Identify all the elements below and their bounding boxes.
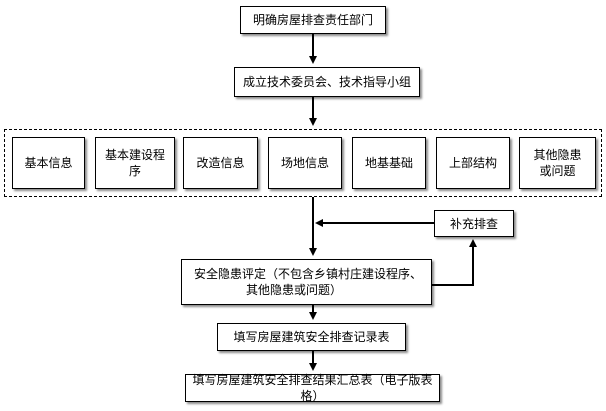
step-define-responsibility: 明确房屋排查责任部门 [240,6,386,34]
category-construction-procedure: 基本建设程序 [95,137,175,189]
step-fill-record: 填写房屋建筑安全排查记录表 [217,323,406,351]
category-foundation: 地基基础 [352,137,426,189]
arrow-assessment-to-supplement [432,239,477,286]
step-safety-assessment-line1: 安全隐患评定（不包含乡镇村庄建设程序、 [194,267,423,281]
step-establish-committee: 成立技术委员会、技术指导小组 [234,67,420,97]
category-basic-info-label: 基本信息 [24,156,73,170]
category-superstructure-label: 上部结构 [448,156,497,170]
category-foundation-label: 地基基础 [364,156,413,170]
category-superstructure: 上部结构 [436,137,510,189]
category-basic-info: 基本信息 [12,137,85,189]
step-fill-summary: 填写房屋建筑安全排查结果汇总表（电子版表格） [185,373,440,403]
step-safety-assessment-text: 安全隐患评定（不包含乡镇村庄建设程序、 其他隐患或问题） [194,266,422,298]
step-supplementary-check: 补充排查 [434,210,514,237]
step-fill-summary-label: 填写房屋建筑安全排查结果汇总表（电子版表格） [192,373,433,403]
step-supplementary-check-label: 补充排查 [449,216,498,231]
category-construction-procedure-label: 基本建设程序 [104,148,165,178]
category-site-info: 场地信息 [268,137,342,189]
step-safety-assessment: 安全隐患评定（不包含乡镇村庄建设程序、 其他隐患或问题） [181,259,432,305]
step-establish-committee-label: 成立技术委员会、技术指导小组 [242,75,411,89]
step-safety-assessment-line2: 其他隐患或问题） [246,283,343,297]
category-other-hazards: 其他隐患或问题 [519,137,596,189]
category-other-hazards-label: 其他隐患或问题 [533,148,582,178]
categories-group-frame [4,129,602,197]
category-renovation-info-label: 改造信息 [196,156,245,170]
category-site-info-label: 场地信息 [280,156,329,170]
step-fill-record-label: 填写房屋建筑安全排查记录表 [233,330,390,344]
step-define-responsibility-label: 明确房屋排查责任部门 [252,13,373,27]
category-renovation-info: 改造信息 [183,137,258,189]
